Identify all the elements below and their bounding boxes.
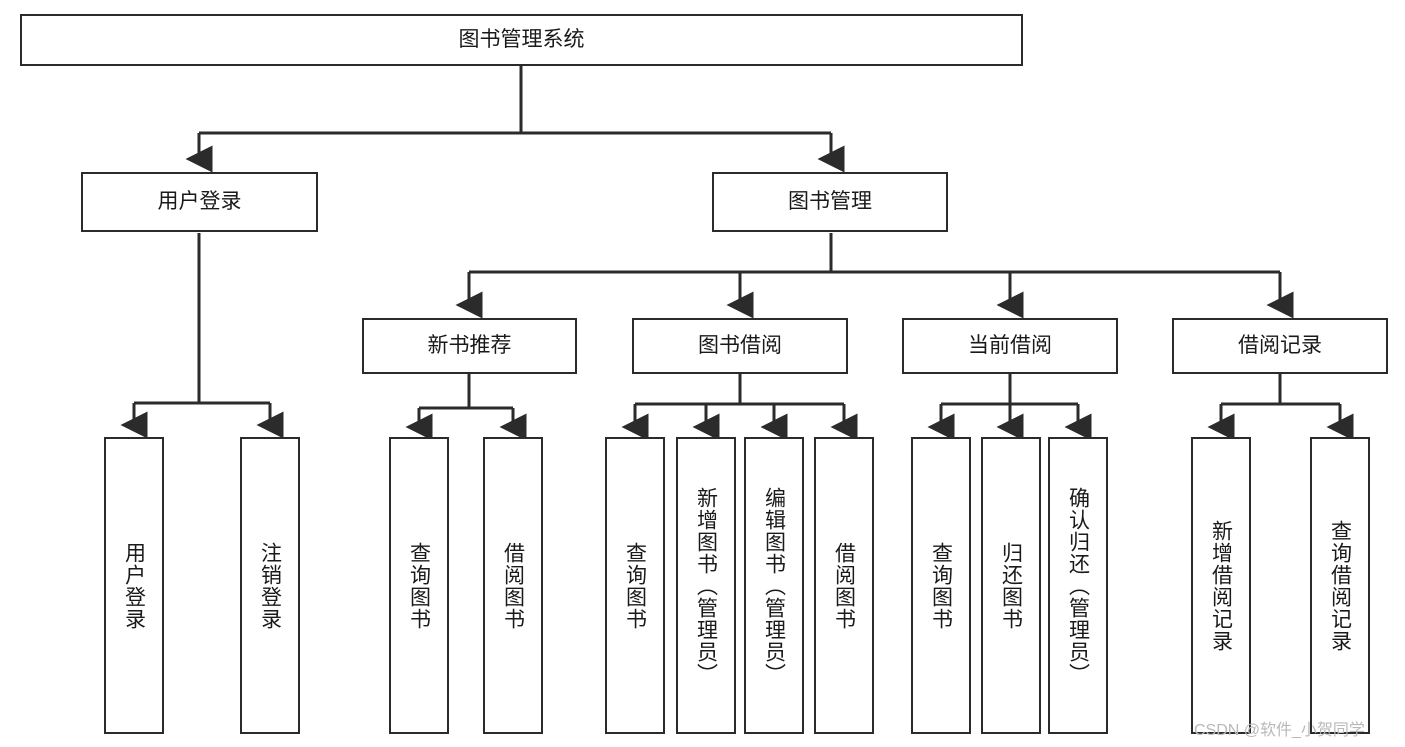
- leaf-new-book-borrow-label: 借阅图书: [501, 541, 525, 630]
- leaf-user-login-logout[interactable]: 注销登录: [240, 437, 300, 734]
- leaf-borrow-add-book[interactable]: 新增图书（管理员）: [676, 437, 736, 734]
- leaf-borrow-add-book-label: 新增图书（管理员）: [694, 486, 718, 685]
- node-borrow-record-label: 借阅记录: [1238, 333, 1322, 357]
- node-user-login-label: 用户登录: [157, 189, 242, 213]
- leaf-borrow-query-book-label: 查询图书: [623, 541, 647, 630]
- leaf-record-query-label: 查询借阅记录: [1328, 519, 1352, 652]
- leaf-borrow-borrow-book-label: 借阅图书: [832, 541, 856, 630]
- leaf-user-login-logout-label: 注销登录: [258, 541, 282, 630]
- leaf-borrow-edit-book[interactable]: 编辑图书（管理员）: [744, 437, 804, 734]
- node-current-borrow[interactable]: 当前借阅: [902, 318, 1118, 374]
- node-current-borrow-label: 当前借阅: [968, 333, 1052, 357]
- leaf-user-login-login[interactable]: 用户登录: [104, 437, 164, 734]
- leaf-current-return-book-label: 归还图书: [999, 541, 1023, 630]
- leaf-current-query-book-label: 查询图书: [929, 541, 953, 630]
- leaf-record-add[interactable]: 新增借阅记录: [1191, 437, 1251, 734]
- node-book-management-label: 图书管理: [788, 189, 872, 213]
- leaf-current-return-book[interactable]: 归还图书: [981, 437, 1041, 734]
- leaf-record-add-label: 新增借阅记录: [1209, 519, 1233, 652]
- leaf-new-book-query[interactable]: 查询图书: [389, 437, 449, 734]
- node-book-borrow-label: 图书借阅: [698, 333, 782, 357]
- node-root-label: 图书管理系统: [458, 27, 585, 51]
- node-new-book-recommend-label: 新书推荐: [427, 333, 512, 357]
- node-root[interactable]: 图书管理系统: [20, 14, 1023, 66]
- leaf-current-query-book[interactable]: 查询图书: [911, 437, 971, 734]
- leaf-current-confirm-return[interactable]: 确认归还（管理员）: [1048, 437, 1108, 734]
- node-book-borrow[interactable]: 图书借阅: [632, 318, 848, 374]
- leaf-current-confirm-return-label: 确认归还（管理员）: [1066, 486, 1090, 685]
- leaf-borrow-borrow-book[interactable]: 借阅图书: [814, 437, 874, 734]
- leaf-borrow-query-book[interactable]: 查询图书: [605, 437, 665, 734]
- leaf-new-book-borrow[interactable]: 借阅图书: [483, 437, 543, 734]
- leaf-new-book-query-label: 查询图书: [407, 541, 431, 630]
- node-borrow-record[interactable]: 借阅记录: [1172, 318, 1388, 374]
- node-user-login[interactable]: 用户登录: [81, 172, 318, 232]
- node-book-management[interactable]: 图书管理: [712, 172, 948, 232]
- leaf-record-query[interactable]: 查询借阅记录: [1310, 437, 1370, 734]
- leaf-borrow-edit-book-label: 编辑图书（管理员）: [762, 486, 786, 685]
- leaf-user-login-login-label: 用户登录: [122, 541, 146, 630]
- node-new-book-recommend[interactable]: 新书推荐: [362, 318, 577, 374]
